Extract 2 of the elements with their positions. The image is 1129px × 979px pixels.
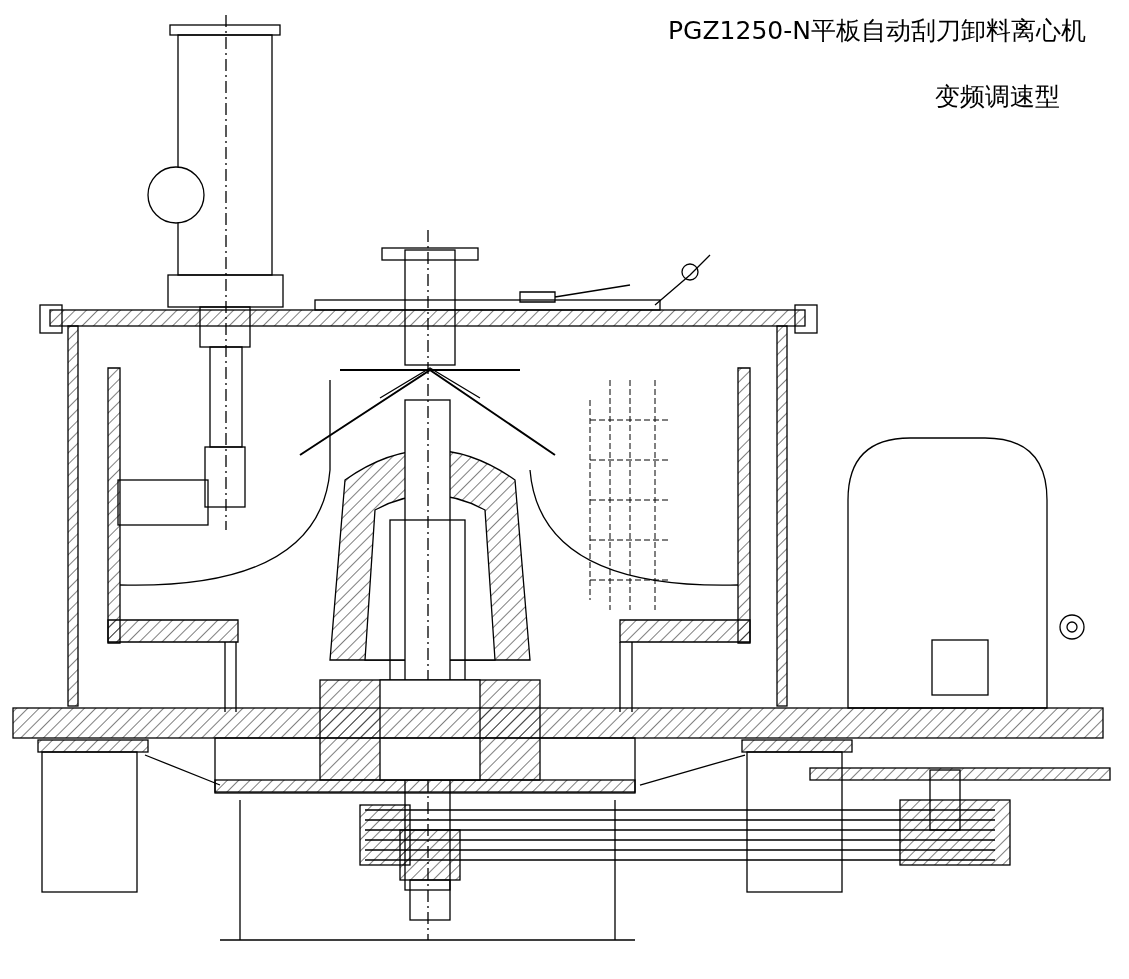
drawing-subtitle: 变频调速型: [935, 81, 1060, 113]
drawing-title: PGZ1250-N平板自动刮刀卸料离心机: [668, 15, 1086, 47]
